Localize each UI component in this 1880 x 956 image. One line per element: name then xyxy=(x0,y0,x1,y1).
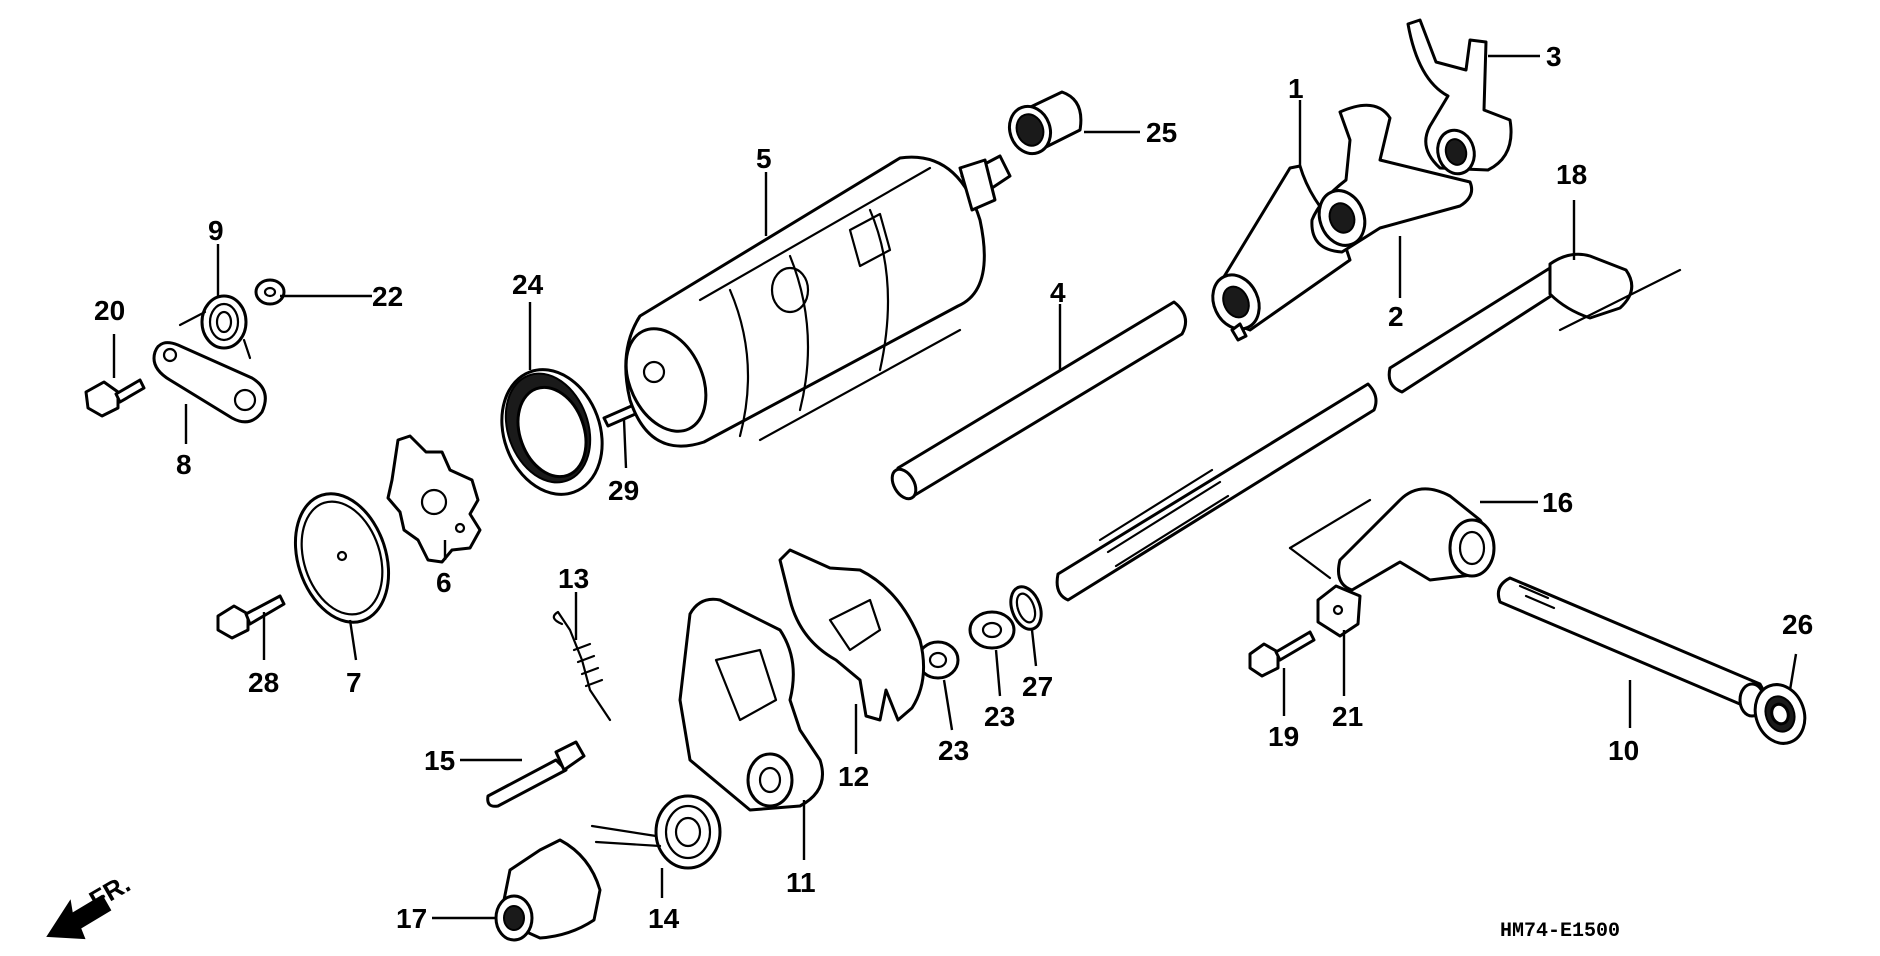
callout-28: 28 xyxy=(248,667,279,698)
callout-9: 9 xyxy=(208,215,224,246)
callout-17: 17 xyxy=(396,903,427,934)
part-2-fork xyxy=(1310,103,1474,254)
part-26-bearing xyxy=(1753,683,1807,745)
callout-16: 16 xyxy=(1542,487,1573,518)
leader-lines xyxy=(112,54,1798,920)
part-12-plate xyxy=(778,548,926,722)
part-28-bolt xyxy=(216,594,286,640)
part-11-shift-arm xyxy=(678,597,824,812)
part-17-collar xyxy=(494,838,602,942)
callout-2: 2 xyxy=(1388,301,1404,332)
part-3-fork xyxy=(1406,18,1513,176)
callout-26: 26 xyxy=(1782,609,1813,640)
part-18-spindle xyxy=(1055,252,1682,602)
part-24-seal xyxy=(500,368,604,496)
part-21-plate xyxy=(1316,584,1362,638)
callout-23-b: 23 xyxy=(938,735,969,766)
part-19-bolt xyxy=(1248,630,1316,678)
callout-22: 22 xyxy=(372,281,403,312)
front-direction-arrow: FR. xyxy=(46,868,135,940)
part-1-fork xyxy=(1211,164,1352,342)
callout-7: 7 xyxy=(346,667,362,698)
figure-code: HM74-E1500 xyxy=(1500,920,1620,943)
part-8-arm xyxy=(152,341,267,424)
callout-13: 13 xyxy=(558,563,589,594)
part-4-shaft xyxy=(890,300,1188,501)
part-22-washer xyxy=(254,278,286,306)
part-9-spring xyxy=(178,294,252,360)
callout-8: 8 xyxy=(176,449,192,480)
part-27-circlip xyxy=(1009,585,1043,631)
part-16-arm xyxy=(1288,487,1496,592)
callout-11: 11 xyxy=(786,867,816,898)
callout-18: 18 xyxy=(1556,159,1587,190)
callout-21: 21 xyxy=(1332,701,1363,732)
callout-10: 10 xyxy=(1608,735,1639,766)
callout-25: 25 xyxy=(1146,117,1177,148)
part-20-bolt xyxy=(84,378,146,418)
part-5-shift-drum xyxy=(624,154,1012,448)
callout-14: 14 xyxy=(648,903,680,934)
part-7-disc xyxy=(293,492,391,624)
callout-29: 29 xyxy=(608,475,639,506)
part-13-spring xyxy=(552,610,612,722)
callout-6: 6 xyxy=(436,567,452,598)
callout-4: 4 xyxy=(1050,277,1066,308)
part-6-star-plate xyxy=(386,434,482,564)
callout-15: 15 xyxy=(424,745,455,776)
callout-1: 1 xyxy=(1288,73,1304,104)
callout-24: 24 xyxy=(512,269,544,300)
part-25-bearing xyxy=(1007,90,1083,156)
part-23-washer-a xyxy=(968,610,1016,650)
callout-23-a: 23 xyxy=(984,701,1015,732)
callout-12: 12 xyxy=(838,761,869,792)
callout-27: 27 xyxy=(1022,671,1053,702)
callout-3: 3 xyxy=(1546,41,1562,72)
callout-19: 19 xyxy=(1268,721,1299,752)
part-14-spring xyxy=(590,794,722,870)
callout-20: 20 xyxy=(94,295,125,326)
part-15-pin xyxy=(486,740,586,808)
callout-5: 5 xyxy=(756,143,772,174)
